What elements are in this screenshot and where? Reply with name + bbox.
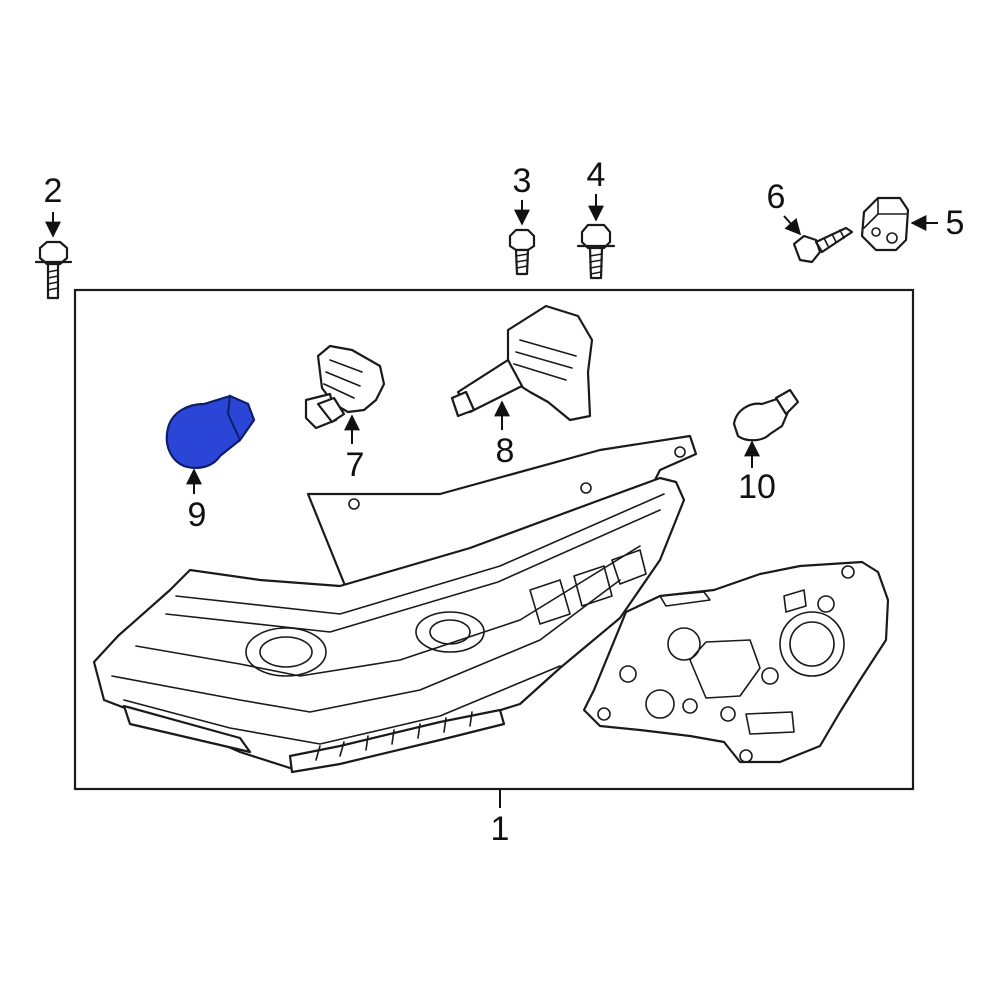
part-2-bolt[interactable]: 2 (34, 172, 73, 300)
part-10-bulb[interactable]: 10 (732, 388, 800, 506)
callout-8[interactable]: 8 (496, 432, 515, 470)
callout-9[interactable]: 9 (188, 496, 207, 534)
callout-5[interactable]: 5 (946, 204, 965, 242)
callout-3[interactable]: 3 (513, 162, 532, 200)
callout-10[interactable]: 10 (738, 468, 776, 506)
part-6-screw[interactable]: 6 (767, 178, 854, 264)
part-7-bulb[interactable]: 7 (304, 344, 386, 484)
assembly-frame (73, 288, 915, 791)
callout-1[interactable]: 1 (491, 810, 510, 848)
callout-4[interactable]: 4 (587, 156, 606, 194)
callout-7[interactable]: 7 (346, 446, 365, 484)
part-8-bulb[interactable]: 8 (450, 304, 594, 470)
callout-6[interactable]: 6 (767, 178, 786, 216)
part-3-screw[interactable]: 3 (508, 162, 536, 276)
part-9-bulb[interactable]: 9 (165, 394, 256, 534)
headlamp-front-housing[interactable] (92, 434, 698, 774)
headlamp-rear-housing[interactable] (582, 560, 890, 764)
part-4-bolt[interactable]: 4 (576, 156, 616, 280)
part-5-bracket[interactable]: 5 (860, 196, 965, 252)
callout-2[interactable]: 2 (44, 172, 63, 210)
